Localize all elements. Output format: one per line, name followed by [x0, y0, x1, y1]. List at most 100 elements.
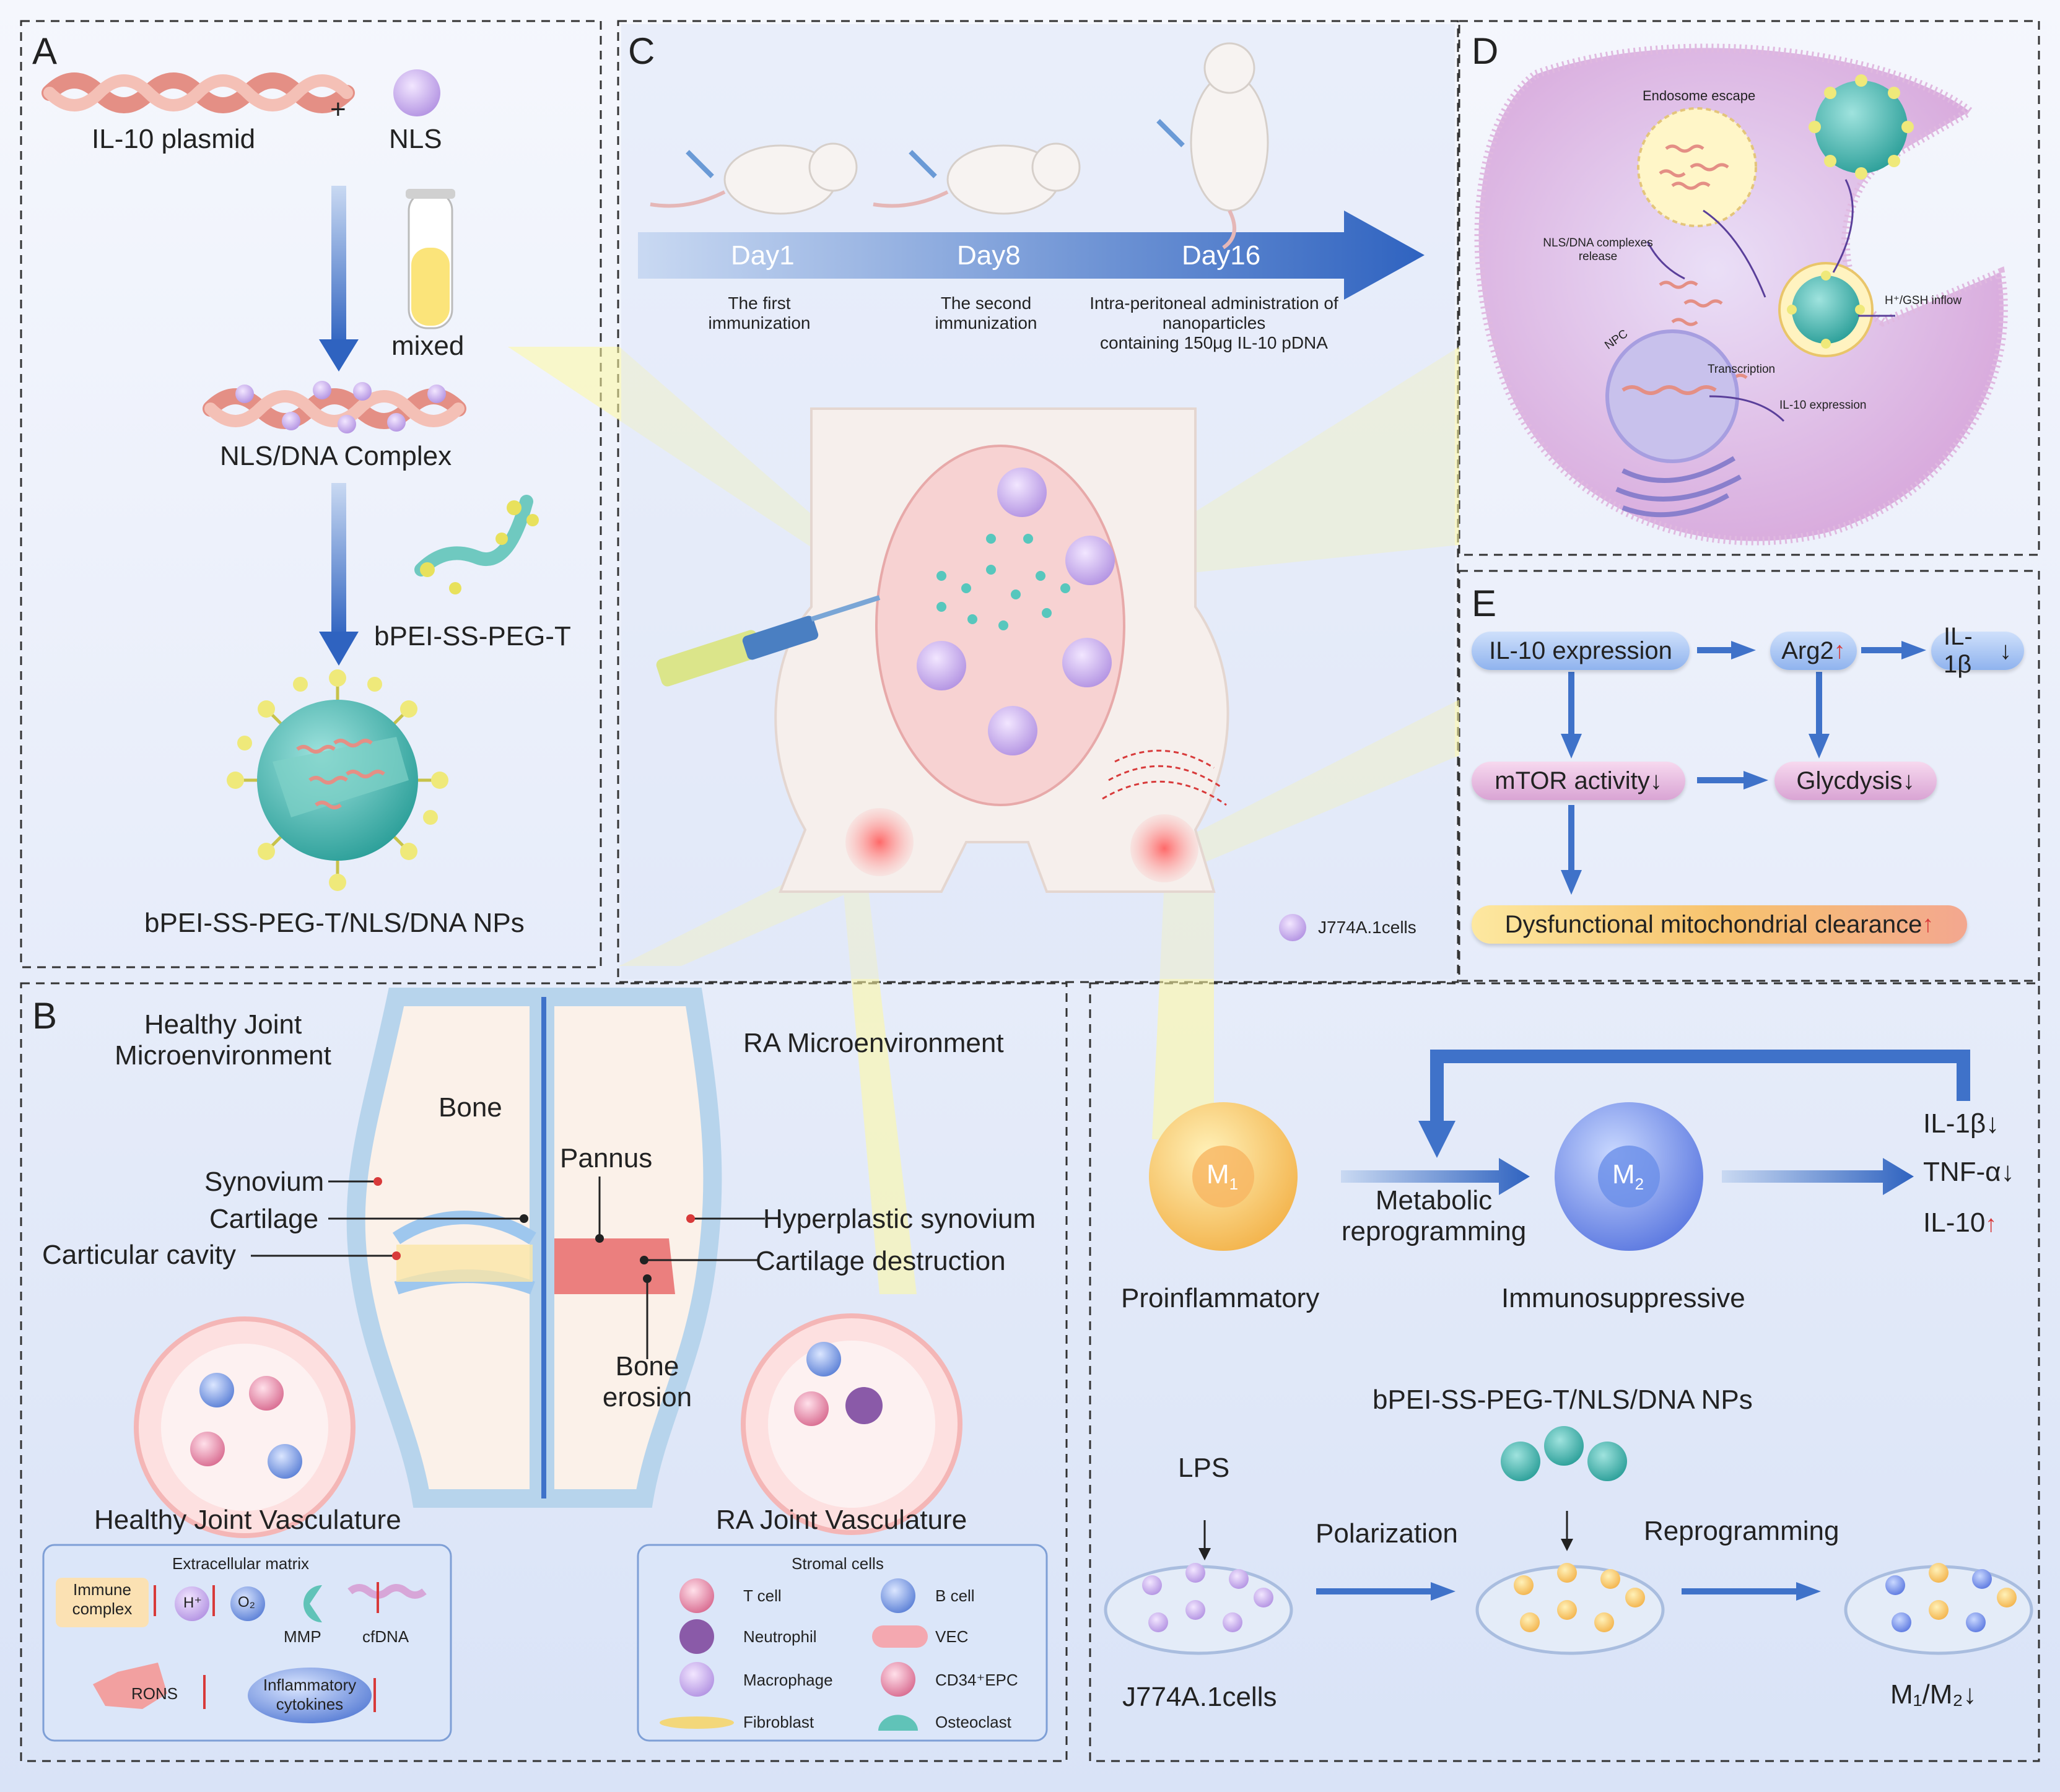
hyperplastic-label: Hyperplastic synovium	[763, 1204, 1036, 1234]
day-8: Day8	[957, 240, 1021, 271]
cells-legend: J774A.1cells	[1318, 918, 1416, 937]
m1-label: M1	[1207, 1159, 1238, 1194]
day-8-desc: The second immunization	[899, 294, 1073, 333]
panel-d-letter: D	[1472, 30, 1499, 72]
panel-c-letter: C	[628, 30, 655, 72]
panel-b-frame	[20, 982, 1068, 1762]
nls-label: NLS	[389, 124, 442, 154]
cytokine-tnf-text: TNF-α	[1923, 1157, 2001, 1187]
healthy-title-line-1: Healthy Joint	[144, 1009, 302, 1040]
mmp-label: MMP	[284, 1627, 321, 1646]
glycolysis-pill: Glycdysis↓	[1774, 762, 1937, 800]
polymer-label: bPEI-SS-PEG-T	[374, 621, 571, 651]
glycolysis-down-arrow: ↓	[1902, 767, 1915, 794]
cytokine-il10-text: IL-10	[1923, 1207, 1986, 1238]
inflow-label: H⁺/GSH inflow	[1885, 294, 1962, 307]
cytokines-label: Inflammatory cytokines	[248, 1676, 372, 1714]
mouse-2	[873, 142, 1081, 215]
metabolic-label: Metabolic reprogramming	[1332, 1185, 1536, 1247]
cavity-label: Carticular cavity	[42, 1240, 236, 1270]
release-line-2: release	[1578, 250, 1618, 263]
dish-2	[1475, 1563, 1665, 1655]
mixed-label: mixed	[391, 331, 465, 361]
stromal-b-cell: B cell	[935, 1586, 975, 1605]
nucleus	[1605, 329, 1739, 463]
transcription-label: Transcription	[1708, 363, 1776, 376]
plus-sign: +	[330, 94, 346, 124]
cytokine-tnf: TNF-α↓	[1923, 1157, 2015, 1188]
mouse-3	[1190, 42, 1269, 250]
stromal-epc: CD34⁺EPC	[935, 1671, 1018, 1689]
bone-erosion-line-2: erosion	[602, 1382, 692, 1412]
ecm-title: Extracellular matrix	[172, 1554, 310, 1573]
day-8-desc-line-1: The second	[940, 294, 1032, 313]
lps-label: LPS	[1178, 1453, 1230, 1483]
arg2-up-arrow: ↑	[1833, 637, 1846, 664]
expression-label: IL-10 expression	[1779, 399, 1867, 412]
stromal-neutrophil: Neutrophil	[743, 1627, 817, 1646]
mito-text: Dysfunctional mitochondrial clearance	[1504, 910, 1923, 938]
day-1-desc-line-1: The first	[728, 294, 791, 313]
immune-line-1: Immune	[73, 1580, 131, 1599]
ratio-text: M₁/M₂	[1890, 1679, 1963, 1710]
cytokine-il1b-text: IL-1β	[1923, 1108, 1986, 1139]
mtor-pill: mTOR activity↓	[1472, 762, 1685, 800]
complex-label: NLS/DNA Complex	[220, 441, 452, 471]
healthy-vasculature-label: Healthy Joint Vasculature	[94, 1505, 401, 1535]
il10-expression-pill: IL-10 expression	[1472, 632, 1690, 670]
ra-vasculature-label: RA Joint Vasculature	[716, 1505, 967, 1535]
proinflammatory-label: Proinflammatory	[1121, 1283, 1320, 1313]
panel-e-frame	[1458, 570, 2040, 982]
polarization-label: Polarization	[1316, 1518, 1458, 1549]
arg2-text: Arg2	[1781, 637, 1834, 664]
stromal-fibroblast: Fibroblast	[743, 1713, 814, 1731]
dish-3	[1844, 1563, 2033, 1655]
dish-1	[1104, 1563, 1293, 1655]
bone-erosion-line-1: Bone	[615, 1351, 679, 1381]
plasmid-label: IL-10 plasmid	[92, 124, 256, 154]
il1b-text: IL-1β	[1944, 623, 1973, 678]
m2-sub: 2	[1634, 1174, 1644, 1193]
glycolysis-text: Glycdysis	[1796, 767, 1903, 794]
syringe	[656, 595, 881, 687]
day-1-desc-line-2: immunization	[708, 313, 811, 333]
il1b-pill: IL-1β ↓	[1931, 623, 2024, 678]
panel-c-graphics	[621, 24, 1455, 979]
panel-f-frame	[1089, 982, 2040, 1762]
panel-a-letter: A	[32, 30, 58, 72]
panel-e-letter: E	[1472, 583, 1497, 624]
mito-pill: Dysfunctional mitochondrial clearance↑	[1472, 905, 1967, 944]
endosome	[1637, 107, 1757, 227]
stromal-title: Stromal cells	[792, 1554, 884, 1573]
reprogramming-label: Reprogramming	[1644, 1516, 1840, 1546]
m1-sub: 1	[1229, 1174, 1239, 1193]
release-label: NLS/DNA complexes release	[1527, 237, 1669, 264]
cartilage-destruction-label: Cartilage destruction	[756, 1246, 1006, 1276]
healthy-title-line-2: Microenvironment	[115, 1040, 331, 1071]
panel-d-frame	[1458, 20, 2040, 556]
panel-c-frame	[617, 20, 1459, 983]
cavity-cells	[917, 468, 1115, 755]
nps-label: bPEI-SS-PEG-T/NLS/DNA NPs	[144, 908, 525, 938]
cytokine-tnf-arrow: ↓	[2001, 1157, 2015, 1187]
day-16-desc: Intra-peritoneal administration of nanop…	[1081, 294, 1347, 354]
day-1-desc: The first immunization	[673, 294, 846, 333]
o2-label: O₂	[238, 1594, 255, 1611]
il1b-down-arrow: ↓	[1999, 637, 2012, 664]
test-tube	[406, 189, 455, 329]
h-label: H⁺	[183, 1594, 202, 1611]
cytokines-line-1: Inflammatory	[263, 1676, 357, 1694]
stromal-vec: VEC	[935, 1627, 969, 1646]
legend-cell-icon	[1279, 914, 1306, 941]
ra-title: RA Microenvironment	[743, 1028, 1004, 1058]
rons-label: RONS	[131, 1684, 178, 1703]
cytokine-il10: IL-10↑	[1923, 1207, 1997, 1238]
panel-d-graphics	[1474, 43, 2008, 546]
mtor-down-arrow: ↓	[1649, 767, 1662, 794]
stromal-macrophage: Macrophage	[743, 1671, 833, 1689]
panel-b-letter: B	[32, 995, 58, 1037]
panel-b-graphics	[42, 988, 1048, 1742]
mito-up-arrow: ↑	[1922, 911, 1934, 937]
day-16-desc-line-3: containing 150μg IL-10 pDNA	[1100, 333, 1328, 353]
